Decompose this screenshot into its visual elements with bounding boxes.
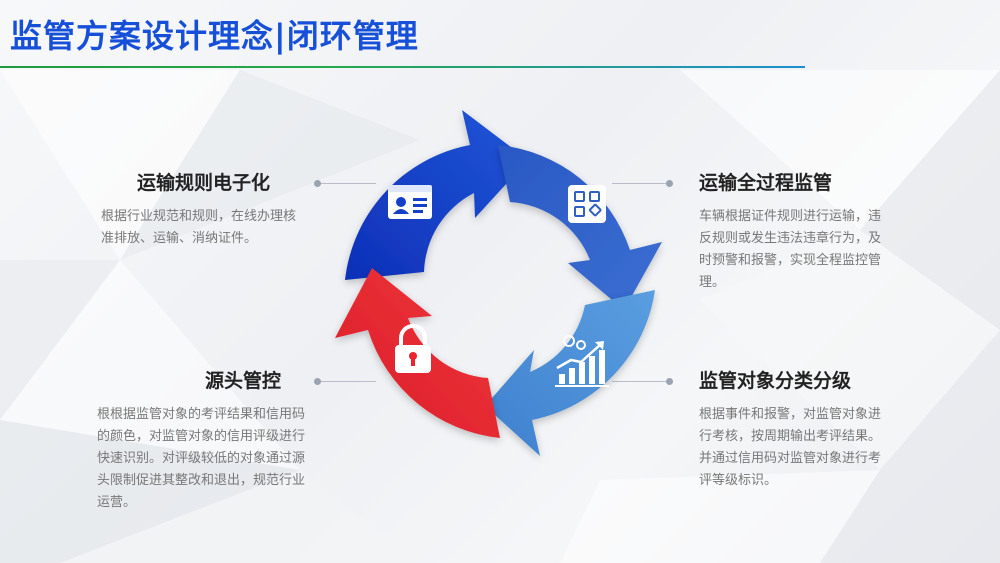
connector-dot-top-right [666, 180, 673, 187]
padlock-icon [395, 324, 431, 373]
connector-top-right [612, 183, 670, 184]
growth-chart-icon [555, 335, 609, 387]
connector-bottom-left [318, 381, 376, 382]
desc-bottom-right: 根据事件和报警，对监管对象进行考核，按周期输出考评结果。并通过信用码对监管对象进… [699, 407, 882, 488]
id-card-icon [388, 185, 432, 219]
desc-top-right: 车辆根据证件规则进行运输，违反规则或发生违法违章行为，及时预警和报警，实现全程监… [699, 209, 882, 290]
cycle-segment-top-left [345, 110, 528, 280]
apps-grid-icon [568, 185, 606, 223]
connector-dot-top-left [314, 180, 321, 187]
heading-bottom-right: 监管对象分类分级 [699, 370, 852, 392]
heading-bottom-left: 源头管控 [205, 370, 282, 392]
desc-top-left: 根据行业规范和规则，在线办理核准排放、运输、消纳证件。 [101, 209, 297, 246]
cycle-segment-top-right [498, 145, 662, 310]
heading-top-left: 运输规则电子化 [137, 172, 271, 194]
desc-bottom-left: 根根据监管对象的考评结果和信用码的颜色，对监管对象的信用评级进行快速识别。对评级… [97, 407, 306, 510]
title-underline [0, 66, 805, 68]
connector-bottom-right [612, 381, 670, 382]
connector-dot-bottom-left [314, 378, 321, 385]
connector-dot-bottom-right [666, 378, 673, 385]
connector-top-left [318, 183, 376, 184]
heading-top-right: 运输全过程监管 [699, 172, 833, 194]
page-title: 监管方案设计理念|闭环管理 [10, 17, 419, 55]
